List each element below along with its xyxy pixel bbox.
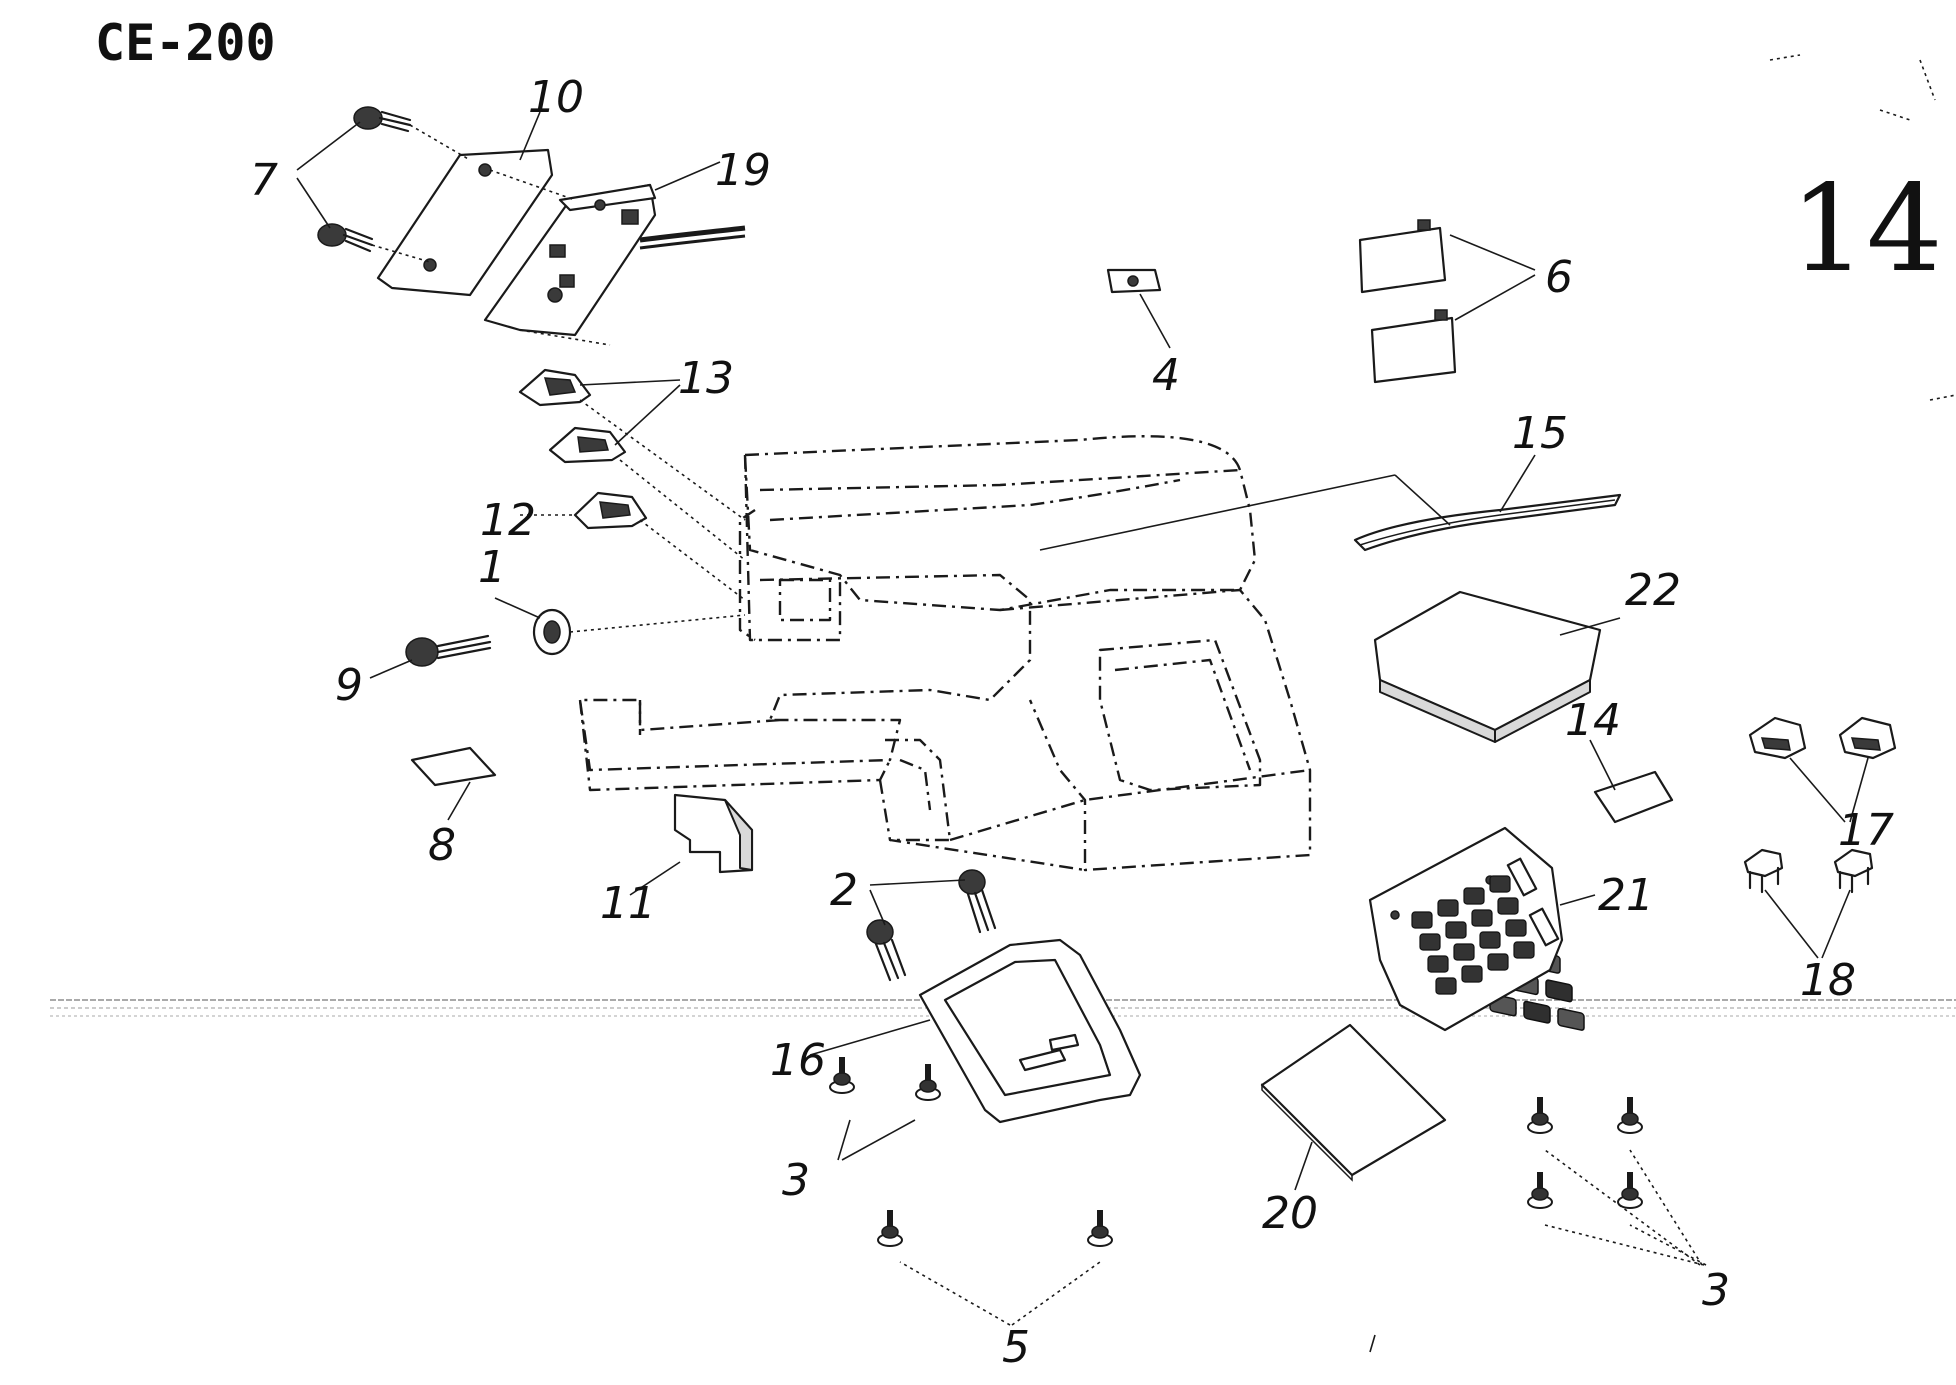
callout-13: 13 [678, 353, 734, 404]
screw-head [881, 1225, 899, 1239]
membrane-key [1471, 909, 1493, 927]
membrane-key [1437, 899, 1459, 917]
part-12-button [573, 491, 648, 530]
callout-10: 10 [528, 72, 584, 123]
screw-head [1531, 1187, 1549, 1201]
part-14-label [1593, 770, 1674, 824]
keypad-key [1557, 1007, 1585, 1031]
part-18-switch-left [1743, 848, 1784, 894]
callout-15: 15 [1512, 408, 1568, 459]
membrane-key [1419, 933, 1441, 951]
scan-specks [1369, 54, 1956, 1353]
membrane-key [1497, 897, 1519, 915]
part-17-button-right [1838, 716, 1897, 760]
part-11-bracket [673, 793, 754, 874]
screw-head [1531, 1112, 1549, 1126]
part-6-panel-upper [1358, 219, 1447, 294]
membrane-key [1435, 977, 1457, 995]
membrane-key [1427, 955, 1449, 973]
part-19-bracket-plate [483, 183, 746, 337]
membrane-key [1453, 943, 1475, 961]
membrane-key-grid [1411, 875, 1535, 995]
callout-8: 8 [428, 820, 456, 871]
membrane-key [1487, 953, 1509, 971]
part-20-card [1260, 1023, 1447, 1182]
callout-3-right: 3 [1702, 1265, 1730, 1316]
part-13-button-middle [548, 426, 627, 464]
membrane-key [1513, 941, 1535, 959]
part-6-panel-lower [1370, 309, 1457, 384]
part-2-screw-upper [958, 869, 997, 934]
callout-9: 9 [335, 660, 363, 711]
part-9-screw [405, 634, 492, 667]
model-title: CE-200 [95, 14, 276, 72]
part-22-keypad [1373, 590, 1602, 743]
callout-18: 18 [1800, 955, 1856, 1006]
callout-17: 17 [1838, 805, 1894, 856]
callout-16: 16 [770, 1035, 826, 1086]
membrane-key [1411, 911, 1433, 929]
callout-3-left: 3 [782, 1155, 810, 1206]
callout-7: 7 [250, 155, 278, 206]
main-housing-outline [578, 435, 1312, 872]
part-13-button-upper [518, 368, 592, 407]
part-16-frame [918, 938, 1142, 1124]
keypad-key [1545, 979, 1573, 1003]
screw-head [1621, 1112, 1639, 1126]
callout-2: 2 [830, 865, 858, 916]
membrane-key [1489, 875, 1511, 893]
membrane-key [1505, 919, 1527, 937]
callout-22: 22 [1625, 565, 1681, 616]
screw-head [1091, 1225, 1109, 1239]
part-4-clip [1106, 268, 1162, 294]
callout-5: 5 [1002, 1322, 1030, 1373]
leader-lines [296, 111, 1869, 1326]
part-7-screw-upper [353, 106, 412, 133]
callout-11: 11 [600, 878, 656, 929]
page-number: 14 [1790, 160, 1943, 299]
membrane-key [1445, 921, 1467, 939]
membrane-key [1479, 931, 1501, 949]
membrane-key [1461, 965, 1483, 983]
callout-14: 14 [1565, 695, 1621, 746]
callout-21: 21 [1598, 870, 1654, 921]
part-2-screw-lower [866, 919, 907, 982]
callout-6: 6 [1545, 252, 1573, 303]
callout-4: 4 [1152, 350, 1180, 401]
screw-head [833, 1072, 851, 1086]
part-1-washer [532, 608, 572, 656]
callout-12: 12 [480, 495, 536, 546]
keypad-key [1523, 1000, 1551, 1024]
callout-1: 1 [478, 542, 506, 593]
part-18-switch-right [1833, 848, 1874, 894]
small-screw-group [829, 1057, 1643, 1247]
screw-head [919, 1079, 937, 1093]
callout-labels: 1 2 3 3 4 5 6 7 8 9 10 11 12 13 14 15 16… [250, 72, 1894, 1373]
callout-20: 20 [1262, 1188, 1318, 1239]
part-8-label [410, 746, 497, 787]
part-7-screw-lower [317, 223, 374, 253]
part-17-button-left [1748, 716, 1807, 760]
part-15-strip [1353, 493, 1622, 552]
callout-19: 19 [715, 145, 771, 196]
membrane-key [1463, 887, 1485, 905]
screw-head [1621, 1187, 1639, 1201]
